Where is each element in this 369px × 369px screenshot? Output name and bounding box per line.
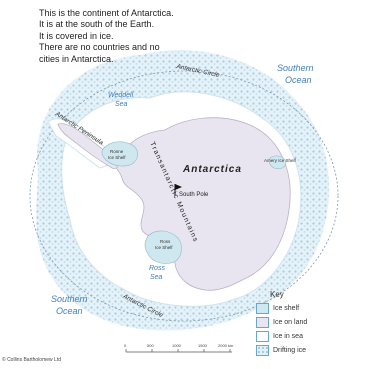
map-credit: © Collins Bartholomew Ltd: [2, 357, 61, 363]
scale-tick-1000: 1000: [172, 343, 182, 348]
ronne-ice-shelf: [101, 141, 138, 167]
label-weddell-1: Weddell: [108, 92, 134, 99]
intro-line: cities in Antarctica.: [39, 53, 114, 64]
legend-swatch-ice-on-land: [256, 316, 269, 328]
label-ross-shelf-2: Ice Shelf: [155, 245, 173, 250]
label-amery: Amery Ice Shelf: [264, 158, 297, 163]
label-ross-2: Sea: [150, 274, 163, 281]
legend-label: Ice shelf: [273, 304, 300, 312]
intro-text: This is the continent of Antarctica. It …: [39, 8, 239, 65]
legend-item-ice-shelf: Ice shelf: [256, 302, 299, 314]
label-continent: Antarctica: [182, 164, 242, 175]
antarctic-circle: [29, 70, 339, 322]
legend-swatch-ice-shelf: [256, 302, 269, 314]
label-ross-shelf-1: Ross: [160, 239, 171, 244]
label-ross-1: Ross: [149, 265, 165, 272]
label-ocean-top-right-2: Ocean: [285, 75, 312, 85]
intro-line: There are no countries and no: [39, 42, 160, 53]
ice-on-land: [115, 117, 291, 291]
label-ocean-bottom-left-2: Ocean: [56, 306, 83, 316]
intro-line: It is at the south of the Earth.: [39, 19, 155, 30]
legend-swatch-ice-in-sea: [256, 330, 269, 342]
amery-ice-shelf: [268, 155, 287, 170]
intro-line: It is covered in ice.: [39, 30, 114, 41]
intro-line: This is the continent of Antarctica.: [39, 8, 174, 18]
south-pole-marker: [174, 184, 182, 195]
legend-label: Ice on land: [273, 318, 308, 326]
label-ocean-bottom-left-1: Southern: [51, 294, 88, 304]
label-weddell-2: Sea: [115, 101, 128, 108]
scale-tick-500: 500: [147, 343, 154, 348]
scale-tick-0: 0: [124, 343, 127, 348]
legend-item-ice-in-sea: Ice in sea: [256, 330, 303, 342]
legend-item-drifting-ice: Drifting ice: [256, 344, 306, 356]
legend-label: Drifting ice: [273, 346, 307, 354]
scale-tick-2000: 2000 km: [218, 343, 234, 348]
ross-ice-shelf: [144, 230, 182, 264]
antarctic-peninsula: [57, 123, 119, 169]
legend-swatch-drifting-ice: [256, 344, 269, 356]
scale-tick-1500: 1500: [198, 343, 208, 348]
legend-label: Ice in sea: [273, 332, 303, 340]
legend-item-ice-on-land: Ice on land: [256, 316, 307, 328]
scale-bar: 0 500 1000 1500 2000 km: [124, 343, 234, 353]
label-ronne-1: Ronne: [110, 149, 124, 154]
legend-title: Key: [270, 290, 284, 299]
label-ocean-top-right-1: Southern: [277, 63, 314, 73]
label-south-pole: South Pole: [179, 192, 209, 198]
label-ronne-2: Ice Shelf: [108, 155, 126, 160]
